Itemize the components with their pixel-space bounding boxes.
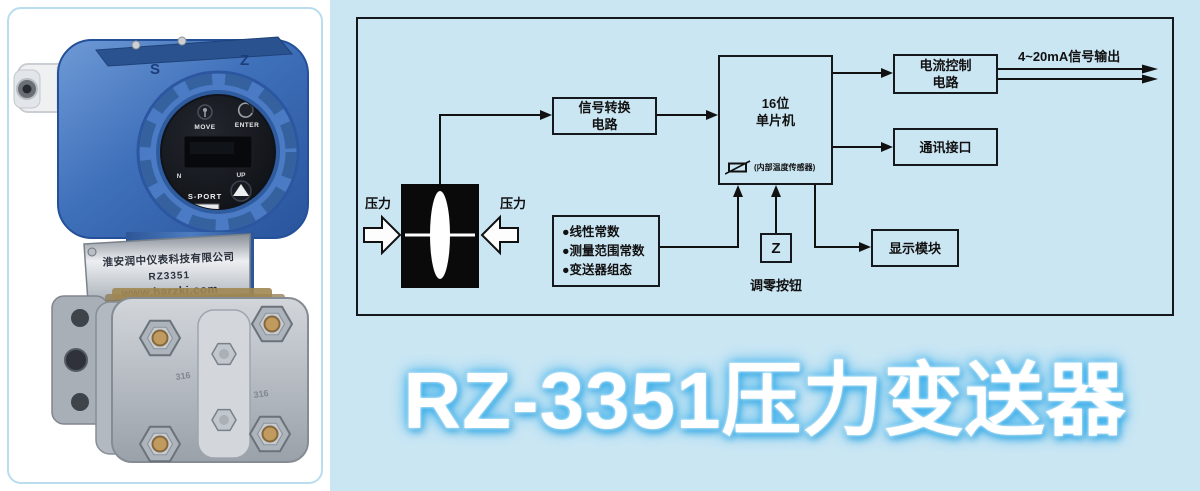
lcd-segment (190, 142, 234, 154)
pressure-arrow-right (480, 214, 519, 256)
block-diagram: 压力 压力 信号转换 电路 16位 单片机 (内部温度传感器) 电流控制 电路 … (356, 17, 1174, 316)
temp-sensor-note-text: (内部温度传感器) (754, 163, 816, 172)
sport-label: S-PORT (188, 192, 222, 201)
diagram-connectors (363, 64, 1158, 288)
comm-interface-box: 通讯接口 (893, 128, 998, 166)
flange-bolts (138, 305, 294, 463)
pressure-arrow-left (363, 214, 402, 256)
flange-assembly: 316 316 (51, 295, 309, 463)
product-title: RZ-3351压力变送器 (403, 356, 1127, 445)
enter-label: ENTER (235, 122, 260, 129)
band-model-text: RZ3351 (148, 270, 190, 283)
housing-letter-s: S (150, 61, 160, 78)
display-module-box: 显示模块 (871, 229, 959, 267)
constants-item-linear: ●线性常数 (562, 224, 620, 239)
sensor-cell-graphic (401, 184, 479, 288)
product-photo-panel: S Z MOVE ENTER N UP (0, 0, 330, 491)
housing-letter-z: Z (240, 52, 249, 69)
signal-conversion-line2: 电路 (591, 117, 618, 132)
signal-conversion-line1: 信号转换 (578, 100, 631, 115)
move-label: MOVE (194, 124, 215, 131)
up-arrow-icon (233, 184, 249, 196)
current-control-box: 电流控制 电路 (893, 54, 998, 94)
constants-box: ●线性常数 ●测量范围常数 ●变送器组态 (552, 215, 660, 287)
display-face: MOVE ENTER N UP S-PORT (177, 102, 260, 209)
zero-button-box: Z (760, 233, 792, 263)
output-signal-label: 4~20mA信号输出 (1018, 49, 1121, 64)
up-label: UP (236, 172, 246, 179)
zero-button-label: 调零按钮 (749, 278, 802, 293)
mcu-line2: 单片机 (755, 113, 795, 128)
down-label: N (177, 173, 182, 180)
mcu-box: 16位 单片机 (内部温度传感器) (718, 55, 833, 185)
flange-stamp-right: 316 (253, 388, 269, 400)
flange-stamp-left: 316 (175, 370, 191, 382)
arrowheads (540, 64, 1158, 252)
housing-top-plate (95, 36, 294, 67)
pressure-label-right: 压力 (500, 196, 527, 211)
current-control-line1: 电流控制 (919, 58, 972, 73)
pressure-label-left: 压力 (365, 196, 392, 211)
signal-conversion-box: 信号转换 电路 (552, 97, 657, 135)
mcu-line1: 16位 (761, 96, 790, 111)
band-company-text: 淮安润中仪表科技有限公司 (102, 250, 234, 269)
current-control-line2: 电路 (932, 75, 959, 90)
constants-item-range: ●测量范围常数 (562, 243, 645, 258)
name-band: 淮安润中仪表科技有限公司 RZ3351 www.harzkj.com (83, 233, 251, 303)
constants-item-config: ●变送器组态 (562, 262, 633, 277)
thermistor-icon (725, 160, 751, 175)
product-photo: S Z MOVE ENTER N UP (13, 36, 309, 463)
temp-sensor-note: (内部温度传感器) (725, 159, 815, 176)
bronze-bar-2 (112, 288, 272, 299)
photo-frame (7, 7, 323, 484)
